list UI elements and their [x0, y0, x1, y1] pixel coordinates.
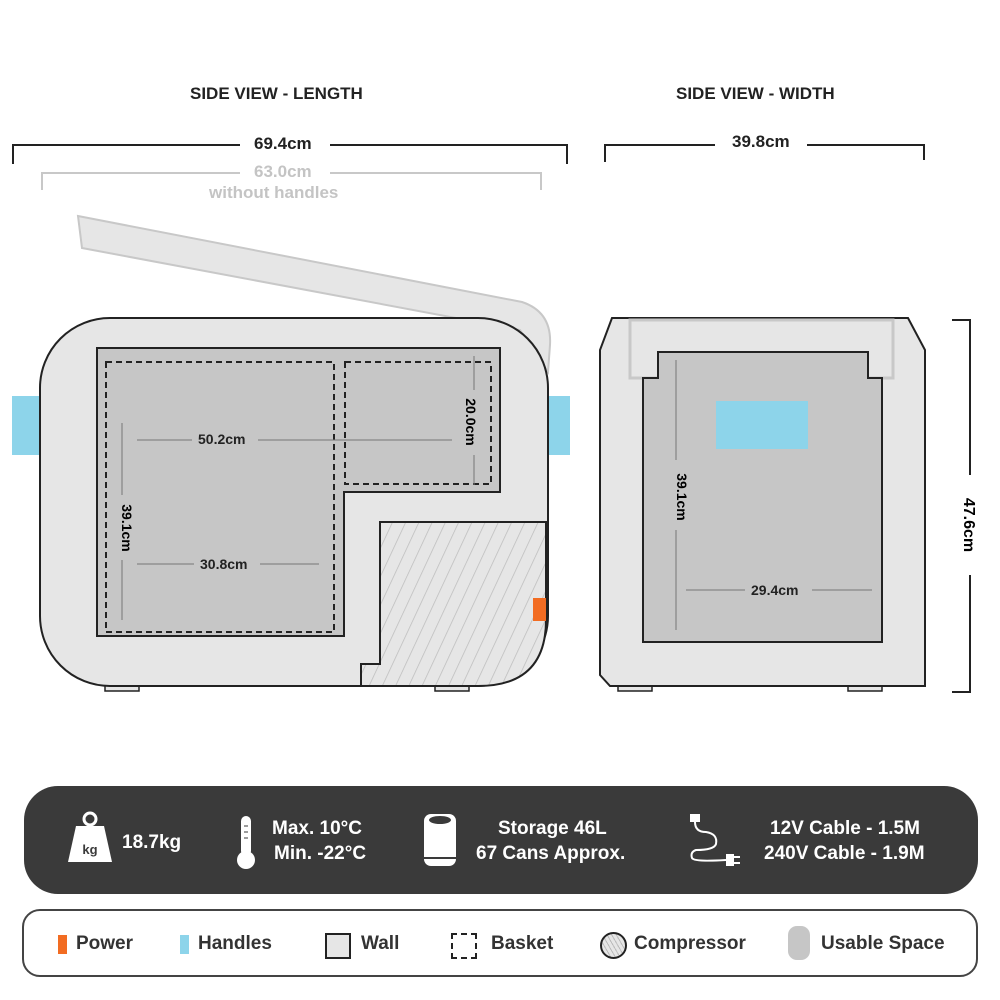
- basket-swatch-icon: [451, 933, 477, 959]
- usable-space-swatch-icon: [788, 926, 810, 960]
- can-icon: [424, 814, 456, 866]
- legend-compressor: Compressor: [634, 933, 746, 954]
- wall-swatch-icon: [325, 933, 351, 959]
- overall-height-label: 47.6cm: [960, 498, 977, 552]
- temp-min: Min. -22°C: [274, 843, 367, 864]
- cans-value: 67 Cans Approx.: [476, 843, 626, 864]
- width-view-height-label: 39.1cm: [674, 473, 690, 520]
- handle-left: [12, 396, 42, 455]
- cable-12v: 12V Cable - 1.5M: [770, 818, 920, 839]
- legend-basket: Basket: [491, 933, 554, 954]
- legend-power: Power: [76, 933, 134, 954]
- overall-length-label: 69.4cm: [254, 134, 312, 153]
- no-handles-dimension-line: [41, 172, 542, 190]
- height-dimension-line: [952, 319, 971, 693]
- compressor-swatch-icon: [600, 932, 627, 959]
- weight-value: 18.7kg: [122, 832, 182, 853]
- storage-value: Storage 46L: [498, 818, 607, 839]
- cable-icon: [690, 814, 740, 866]
- no-handles-length-label: 63.0cm: [254, 162, 312, 181]
- legend: Power Handles Wall Basket Compressor Usa…: [22, 909, 978, 977]
- handles-swatch-icon: [180, 935, 189, 954]
- title-length: SIDE VIEW - LENGTH: [190, 84, 363, 103]
- title-width: SIDE VIEW - WIDTH: [676, 84, 835, 103]
- inner-length-label: 50.2cm: [198, 431, 246, 447]
- inner-lower-length-label: 30.8cm: [200, 556, 248, 572]
- inner-height-label: 39.1cm: [119, 504, 135, 551]
- svg-text:kg: kg: [82, 842, 97, 857]
- inner-measure-lines: [121, 356, 475, 620]
- length-dimension-line: [12, 144, 568, 164]
- width-measure-lines: [675, 360, 872, 630]
- legend-wall: Wall: [361, 933, 400, 954]
- thermometer-icon: [237, 816, 255, 869]
- handle-right: [546, 396, 570, 455]
- width-view-width-label: 29.4cm: [751, 582, 799, 598]
- usable-space-length: [96, 347, 501, 637]
- basket-left: [105, 361, 335, 633]
- compressor: [360, 521, 547, 687]
- power-swatch-icon: [58, 935, 67, 954]
- overall-width-label: 39.8cm: [732, 132, 790, 151]
- specs-bar: kg 18.7kg Max. 10°C Min. -22°C Storage 4…: [24, 786, 978, 894]
- weight-icon: kg: [68, 811, 112, 862]
- width-dimension-line: [604, 144, 925, 162]
- temp-max: Max. 10°C: [272, 818, 362, 839]
- legend-handles: Handles: [198, 933, 272, 954]
- usable-space-width: [642, 351, 883, 643]
- legend-usable-space: Usable Space: [821, 933, 945, 954]
- cable-240v: 240V Cable - 1.9M: [764, 843, 925, 864]
- basket-right: [344, 361, 492, 485]
- power-port: [533, 598, 546, 621]
- without-handles-label: without handles: [209, 183, 339, 202]
- upper-height-label: 20.0cm: [463, 398, 479, 445]
- display-panel: [716, 401, 808, 449]
